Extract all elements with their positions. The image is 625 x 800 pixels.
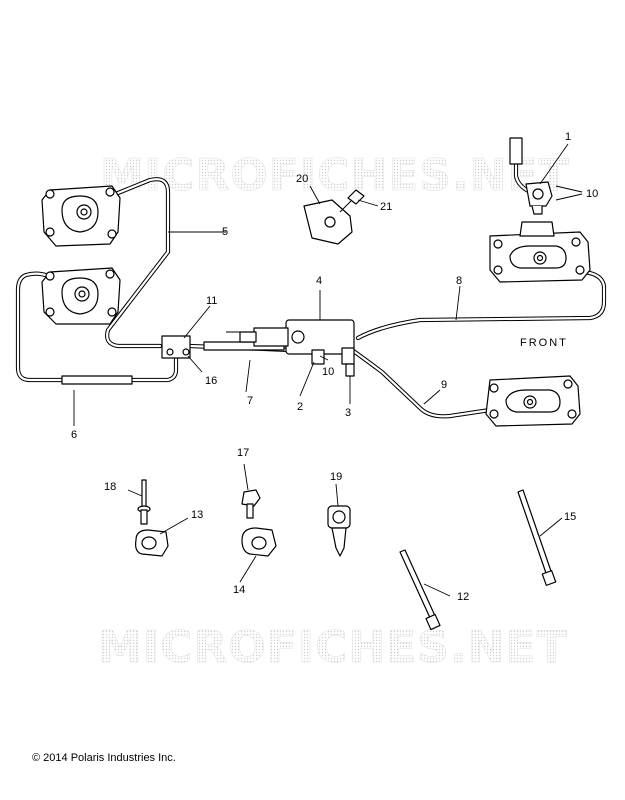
callout-4: 4 [316, 275, 322, 287]
callout-6: 6 [71, 429, 77, 441]
brake-line-8 [355, 269, 607, 341]
pin-21 [339, 189, 365, 213]
leader-lines [73, 143, 583, 597]
callout-21: 21 [380, 201, 392, 213]
callout-15: 15 [564, 511, 576, 523]
front-caliper-lower [485, 375, 581, 427]
callout-16: 16 [205, 375, 217, 387]
rivet-18 [137, 479, 151, 525]
copyright-text: © 2014 Polaris Industries Inc. [32, 752, 176, 764]
callout-11: 11 [206, 295, 217, 307]
brake-line-5 [97, 177, 171, 349]
callout-8: 8 [456, 275, 462, 287]
clamp-13 [135, 529, 169, 557]
callout-13: 13 [191, 509, 203, 521]
callout-10-mid: 10 [322, 366, 334, 378]
callout-9: 9 [441, 379, 447, 391]
switch-3 [345, 363, 355, 377]
callout-10-top: 10 [586, 188, 598, 200]
callout-5: 5 [222, 226, 228, 238]
watermark-bottom: MICROFICHES.NET [98, 622, 568, 673]
tie-strap-12 [399, 549, 441, 631]
callout-7: 7 [247, 395, 253, 407]
brake-line-6 [15, 271, 179, 385]
callout-2: 2 [297, 401, 303, 413]
callout-14: 14 [233, 584, 245, 596]
fitting-10-mid [341, 347, 355, 365]
master-cylinder-4 [226, 319, 355, 377]
callout-numbers: 1 2 3 4 5 6 7 8 9 10 10 11 12 13 14 15 1… [71, 131, 598, 603]
brake-line-9 [349, 347, 493, 419]
callout-20: 20 [296, 173, 308, 185]
callout-1: 1 [565, 131, 571, 143]
callout-12: 12 [457, 591, 469, 603]
banjo-bolt-upper [509, 137, 523, 165]
callout-18: 18 [104, 481, 116, 493]
watermark-top: MICROFICHES.NET [100, 150, 570, 201]
junction-block-11 [161, 335, 191, 359]
banjo-fitting-1 [525, 181, 553, 215]
front-label: FRONT [520, 337, 568, 349]
rear-caliper-upper [41, 185, 121, 247]
tie-strap-15 [517, 489, 557, 586]
rear-caliper-lower [41, 267, 121, 325]
bolt-17 [241, 489, 261, 519]
callout-19: 19 [330, 471, 342, 483]
grommet-19 [327, 505, 351, 557]
bracket-20 [303, 199, 353, 245]
front-caliper-upper [489, 221, 591, 283]
fitting-2 [311, 349, 325, 365]
callout-3: 3 [345, 407, 351, 419]
line-6-sleeve [61, 375, 133, 385]
callout-17: 17 [237, 447, 249, 459]
clamp-14 [241, 527, 277, 557]
